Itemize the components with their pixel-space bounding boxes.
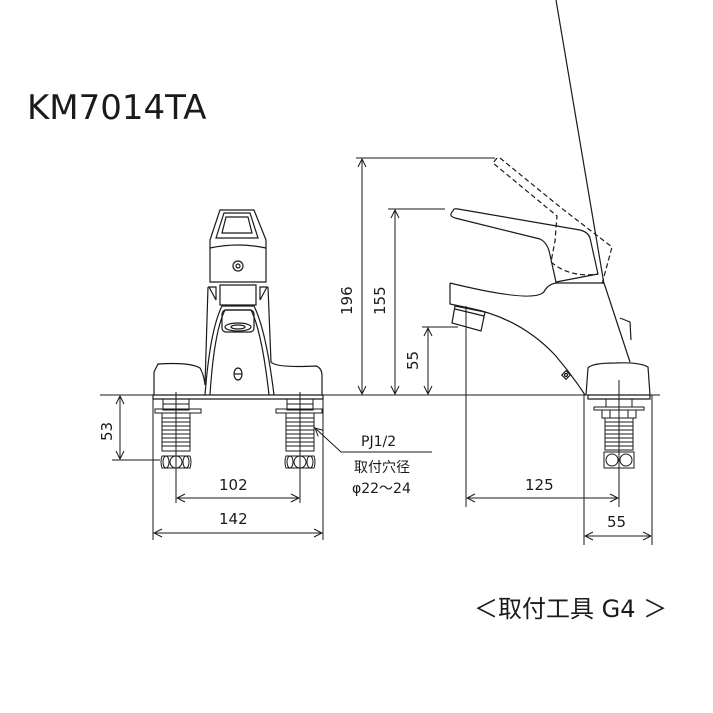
side-view-lever-raised: [493, 158, 612, 284]
callout-hole-label: 取付穴径: [354, 460, 410, 476]
dim-height-below-deck: 53: [98, 421, 116, 441]
side-view-dimensions: [356, 158, 652, 545]
dim-base-depth: 55: [607, 513, 627, 531]
front-view-shank-right: [276, 399, 322, 468]
dim-base-width: 142: [219, 510, 248, 528]
dim-spout-reach: 125: [525, 476, 554, 494]
model-title: KM7014TA: [27, 88, 207, 128]
dim-max-height: 196: [338, 286, 356, 315]
dim-spout-height: 55: [404, 350, 422, 370]
callout-thread: PJ1/2: [361, 434, 397, 450]
front-view-shank-left: [155, 399, 201, 468]
callout-hole-diameter: φ22～24: [352, 481, 411, 497]
tool-note: ＜取付工具 G4 ＞: [474, 595, 668, 623]
front-view-faucet: [153, 210, 323, 399]
front-view-dimensions: [112, 392, 432, 540]
dim-lever-height: 155: [371, 286, 389, 315]
dim-hole-spacing: 102: [219, 476, 248, 494]
